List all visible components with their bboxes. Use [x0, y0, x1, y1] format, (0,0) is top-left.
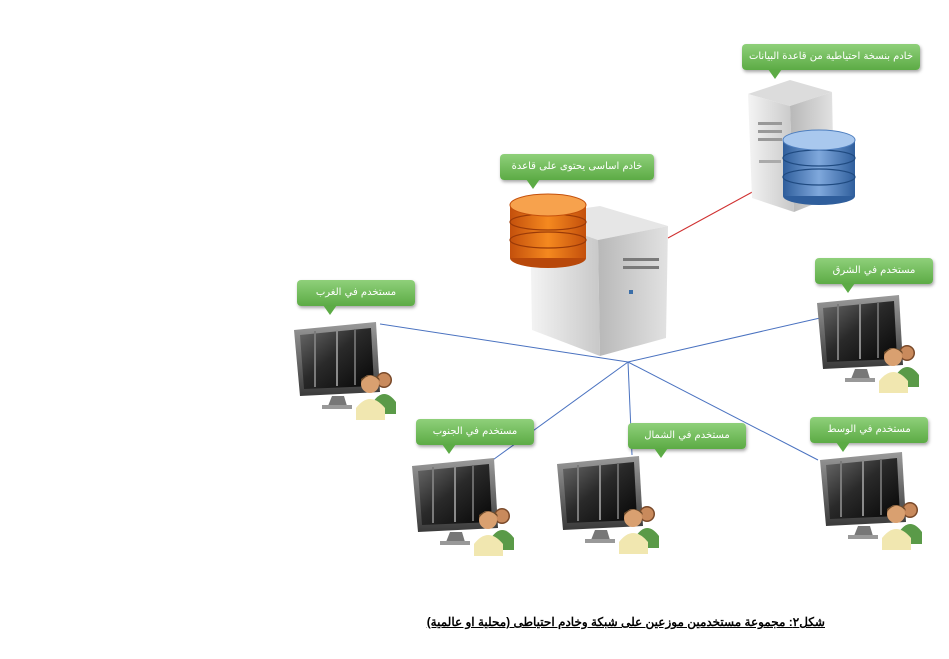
label-user-west: مستخدم في الغرب: [297, 280, 415, 315]
label-user-north: مستخدم في الشمال: [628, 423, 746, 458]
computer-middle-icon: [820, 452, 922, 550]
network-links: [379, 189, 821, 463]
link-east: [627, 317, 821, 363]
link-middle: [627, 361, 819, 461]
link-backup: [667, 189, 757, 239]
backup-server-icon: [748, 80, 856, 212]
computer-east-icon: [817, 295, 919, 393]
computer-north-icon: [557, 456, 659, 554]
label-backup-server: خادم بنسخة احتياطية من قاعدة البيانات: [742, 44, 920, 79]
link-west: [379, 323, 629, 363]
main-server-icon: [509, 193, 668, 356]
cropped-top-text: [455, 0, 635, 4]
figure-caption: شكل٢: مجموعة مستخدمين موزعين على شبكة وخ…: [426, 615, 825, 629]
label-user-south: مستخدم في الجنوب: [416, 419, 534, 454]
computer-south-icon: [412, 458, 514, 556]
label-main-server: خادم اساسى يحتوى على قاعدة: [500, 154, 654, 189]
label-user-east: مستخدم في الشرق: [815, 258, 933, 293]
label-user-middle: مستخدم في الوسط: [810, 417, 928, 452]
computer-west-icon: [294, 322, 396, 420]
link-south: [489, 361, 629, 463]
